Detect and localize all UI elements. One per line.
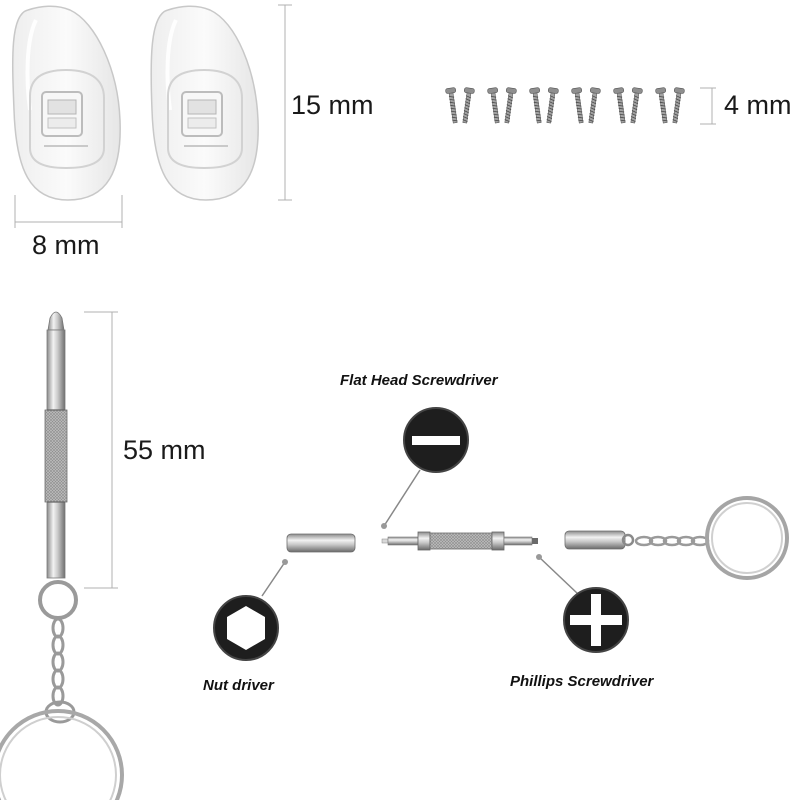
pad-width-dimension-line: [14, 195, 123, 228]
flat-head-callout: [381, 407, 469, 529]
phillips-label: Phillips Screwdriver: [510, 673, 654, 690]
screw-pair: [655, 87, 685, 124]
screw-pair: [529, 87, 559, 124]
nut-driver-callout: [213, 559, 288, 661]
flat-head-label: Flat Head Screwdriver: [340, 372, 498, 389]
nose-pad-right: [150, 5, 259, 201]
pad-width-label: 8 mm: [32, 230, 100, 260]
phillips-callout: [536, 554, 629, 653]
screw-length-dimension-line: [700, 87, 716, 125]
screw-pair: [613, 87, 643, 124]
nut-driver-label: Nut driver: [203, 677, 274, 694]
screwdriver-handle-keychain: [564, 496, 789, 580]
screwdriver-length-dimension-line: [84, 311, 118, 589]
screw-pair: [487, 87, 517, 124]
screwdriver-cap: [286, 533, 356, 553]
pad-height-dimension-line: [278, 4, 292, 201]
screwdriver-body: [381, 531, 538, 551]
screwdriver-assembled: [0, 311, 124, 800]
screw-pair: [571, 87, 601, 124]
pad-height-label: 15 mm: [291, 90, 374, 120]
screw-pair: [445, 87, 475, 124]
screw-length-label: 4 mm: [724, 90, 792, 120]
screws-group: [445, 87, 685, 124]
screwdriver-length-label: 55 mm: [123, 435, 206, 465]
nose-pad-left: [12, 5, 121, 201]
